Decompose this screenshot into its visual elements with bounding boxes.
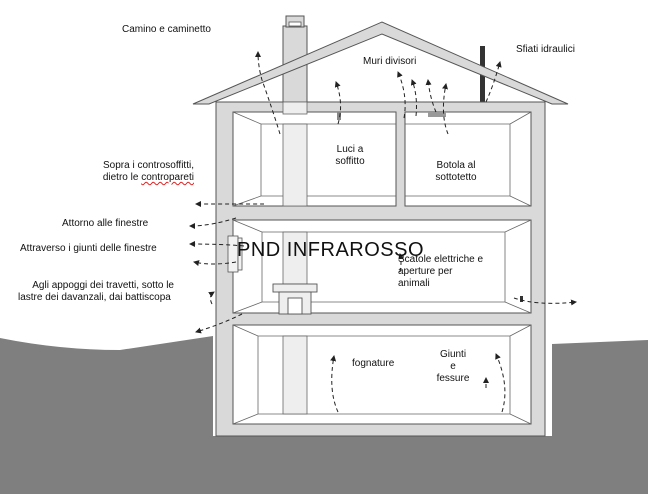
label-above-ceilings-line2b: contropareti [141, 172, 194, 183]
ceiling-light [337, 112, 341, 120]
arrow-chimney [255, 51, 281, 135]
label-electric-boxes-line1: Scatole elettriche e [398, 254, 484, 265]
label-attic-hatch-line1: Botola al [436, 160, 476, 171]
arrow-attic-hatch [425, 79, 437, 113]
label-joists-line2: lastre dei davanzali, dai battiscopa [18, 292, 171, 303]
label-electric-boxes-line2: aperture per [398, 266, 453, 277]
label-above-ceilings-line2: dietro le contropareti [78, 172, 194, 184]
label-above-ceilings: Sopra i controsoffitti, dietro le contro… [78, 160, 194, 184]
chimney-flue [282, 101, 308, 415]
electrical-box [520, 296, 523, 302]
label-above-ceilings-line1: Sopra i controsoffitti, [103, 160, 194, 171]
arrow-joints [495, 353, 506, 413]
attic-hatch [428, 112, 446, 117]
arrow-electric-box [513, 297, 577, 306]
label-joints-line1: Giunti [439, 349, 467, 360]
room-perspective [232, 111, 532, 425]
air-leak-arrows [189, 51, 577, 413]
diagram-title: PND INFRAROSSO [237, 239, 425, 261]
label-ceiling-lights-line2: soffitto [335, 156, 365, 167]
label-sewers: fognature [352, 358, 395, 369]
arrow-partition-1 [334, 81, 342, 125]
arrow-joists-2 [208, 291, 215, 305]
label-joints-line2: e [450, 361, 456, 372]
label-attic-hatch-line2: sottotetto [435, 172, 477, 183]
arrow-around-windows [189, 217, 237, 229]
arrow-window-joints [189, 241, 245, 248]
arrow-joists [195, 313, 243, 334]
arrow-partition-3 [410, 79, 417, 117]
label-chimney: Camino e caminetto [122, 24, 211, 35]
label-joists-line1: Agli appoggi dei travetti, sotto le [32, 280, 174, 291]
label-around-windows: Attorno alle finestre [62, 218, 149, 229]
label-ceiling-lights-line1: Luci a [336, 144, 364, 155]
label-joists: Agli appoggi dei travetti, sotto le last… [18, 280, 174, 304]
window [227, 235, 243, 273]
label-electric-boxes-line3: animali [398, 278, 430, 289]
label-above-ceilings-line2a: dietro le [102, 172, 142, 183]
arrow-sewer [330, 355, 339, 413]
label-window-joints: Attraverso i giunti delle finestre [20, 243, 157, 254]
house-structure [215, 101, 546, 437]
label-partitions: Muri divisori [363, 56, 417, 67]
roof [192, 21, 569, 105]
arrow-partition-2 [397, 71, 406, 119]
label-plumbing-vents: Sfiati idraulici [516, 44, 575, 55]
arrow-vent [485, 61, 502, 103]
arrow-electric-box-2 [398, 253, 405, 273]
label-joints: Giunti e fessure [430, 349, 476, 385]
label-attic-hatch: Botola al sottotetto [430, 160, 482, 184]
label-ceiling-lights: Luci a soffitto [330, 144, 370, 168]
label-electric-boxes: Scatole elettriche e aperture per animal… [398, 254, 483, 290]
arrow-window-joints-2 [193, 260, 237, 267]
ground [0, 336, 648, 494]
label-joints-line3: fessure [436, 373, 470, 384]
arrow-attic-2 [442, 83, 449, 135]
fireplace [272, 283, 318, 315]
